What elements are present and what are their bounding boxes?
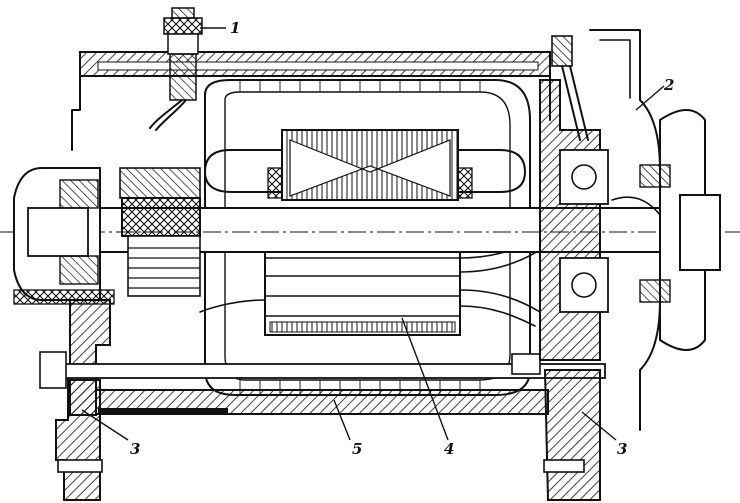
- callout-3-left: 3: [130, 440, 140, 458]
- callout-5: 5: [352, 440, 362, 458]
- callout-2: 2: [663, 76, 674, 94]
- leader-lines: [81, 27, 665, 441]
- base-frame: [39, 351, 606, 415]
- callout-4: 4: [444, 440, 454, 458]
- shaft: [0, 207, 740, 253]
- armature: [199, 231, 541, 336]
- callout-3-right: 3: [617, 440, 627, 458]
- commutator: [119, 167, 201, 297]
- housing: [71, 51, 551, 151]
- right-end-shield: [539, 35, 609, 501]
- fan-and-pulley: [589, 29, 721, 431]
- callout-1: 1: [230, 19, 240, 37]
- terminal-post: [149, 7, 203, 131]
- left-end-shield: [13, 167, 115, 416]
- left-foot: [55, 379, 103, 501]
